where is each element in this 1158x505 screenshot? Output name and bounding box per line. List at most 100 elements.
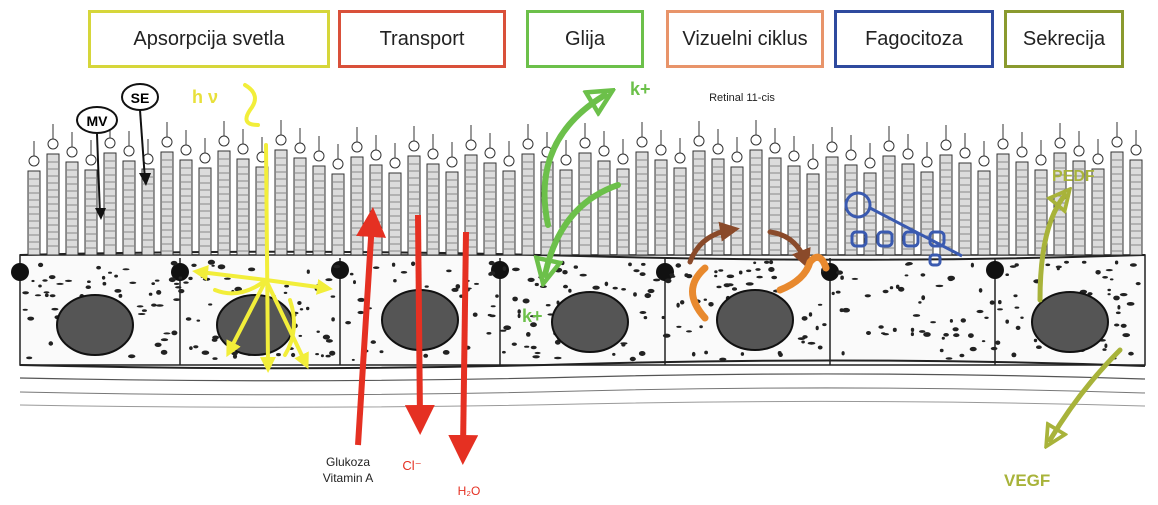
melanin-granule [699,325,703,328]
melanin-granule [306,307,309,310]
melanin-granule [1013,294,1017,297]
melanin-granule [203,278,210,281]
melanin-granule [31,280,34,282]
melanin-granule [718,269,723,271]
melanin-granule [27,317,34,321]
melanin-granule [218,264,226,269]
marker-se-label: SE [131,90,150,106]
melanin-granule [984,317,988,319]
melanin-granule [211,265,214,267]
melanin-granule [502,351,506,354]
melanin-granule [756,276,762,279]
melanin-granule [644,316,648,319]
melanin-granule [197,320,201,322]
outer-segment [275,150,287,255]
villus-tip [219,136,229,146]
melanin-granule [1016,326,1021,330]
melanin-granule [1102,348,1106,351]
melanin-granule [518,314,521,318]
melanin-granule [818,304,822,306]
outer-segment [712,159,724,255]
melanin-granule [676,263,682,267]
melanin-granule [842,351,845,355]
melanin-granule [451,288,458,292]
melanin-granule [488,272,492,276]
melanin-granule [878,325,883,329]
melanin-granule [191,264,196,267]
melanin-granule [473,313,478,317]
melanin-granule [653,279,660,282]
melanin-granule [358,311,365,314]
melanin-granule [852,278,859,280]
melanin-granule [918,301,921,304]
melanin-granule [1121,324,1127,328]
melanin-granule [137,305,144,307]
villus-tip [637,137,647,147]
melanin-granule [512,297,518,302]
melanin-granule [1064,261,1069,264]
melanin-granule [425,285,429,287]
melanin-granule [641,263,646,266]
melanin-granule [315,353,319,355]
melanin-granule [297,301,301,305]
melanin-granule [990,300,995,304]
melanin-granule [103,282,107,286]
melanin-granule [443,350,450,355]
melanin-granule [175,286,181,288]
melanin-granule [500,330,507,332]
melanin-granule [739,271,743,275]
melanin-granule [49,275,56,279]
villus-tip [428,149,438,159]
melanin-granule [732,287,737,291]
melanin-granule [1045,264,1050,267]
outer-segment [655,160,667,255]
melanin-granule [151,282,155,285]
melanin-granule [161,338,168,341]
melanin-granule [392,263,395,267]
melanin-granule [171,261,178,266]
melanin-granule [936,285,944,287]
villus-tip [846,150,856,160]
melanin-granule [741,352,744,356]
melanin-granule [1015,263,1019,266]
melanin-granule [645,293,652,298]
melanin-granule [971,263,974,268]
melanin-granule [778,353,783,357]
villus-tip [1131,145,1141,155]
melanin-granule [489,261,495,265]
melanin-granule [155,280,160,282]
melanin-granule [982,340,985,342]
melanin-granule [163,332,170,334]
melanin-granule [562,270,567,274]
melanin-granule [1020,317,1023,319]
melanin-granule [676,326,681,328]
melanin-granule [1104,344,1107,349]
melanin-granule [753,262,756,265]
melanin-granule [968,333,974,338]
melanin-granule [325,278,332,281]
villus-tip [409,141,419,151]
melanin-granule [686,330,692,332]
melanin-granule [613,287,618,290]
melanin-granule [201,275,206,278]
melanin-granule [881,332,885,334]
melanin-granule [906,262,913,265]
villus-tip [884,141,894,151]
villus-tip [941,140,951,150]
melanin-granule [942,337,945,340]
melanin-granule [769,260,773,264]
villus-tip [466,140,476,150]
villus-tip [314,151,324,161]
melanin-granule [333,265,340,268]
melanin-granule [946,357,953,360]
melanin-granule [531,346,537,349]
villus-tip [1017,147,1027,157]
melanin-granule [202,351,210,355]
melanin-granule [329,351,335,356]
vitamin-a-label: Vitamin A [323,471,373,485]
melanin-granule [1116,312,1121,315]
melanin-granule [108,272,112,274]
melanin-granule [998,300,1002,304]
villus-tip [333,159,343,169]
villus-tip [789,151,799,161]
